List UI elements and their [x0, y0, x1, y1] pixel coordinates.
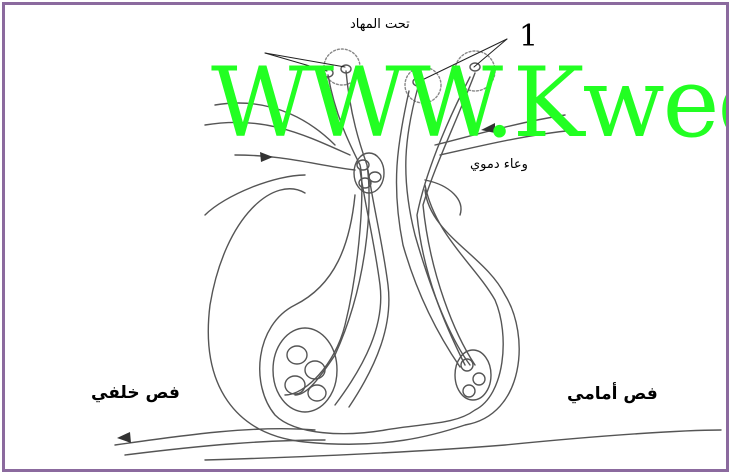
pituitary-outline: [208, 170, 519, 444]
capillary-plexus: [273, 153, 491, 412]
blood-vessel-label: وعاء دموي: [470, 157, 528, 172]
hypothalamus-label: تحت المهاد: [350, 17, 410, 32]
anterior-lobe-label: فص أمامي: [567, 384, 658, 404]
watermark: WWW.Kwed: [211, 55, 729, 151]
number-marker-label: 1: [519, 19, 538, 54]
posterior-lobe-label: فص خلفي: [91, 383, 180, 403]
